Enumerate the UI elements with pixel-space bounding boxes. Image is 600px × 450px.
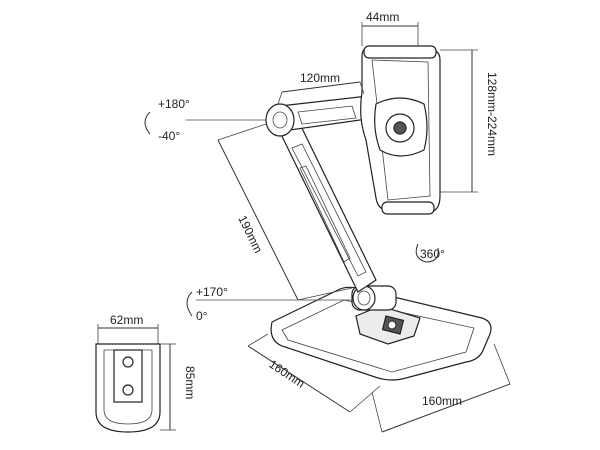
- mounting-plate: [95, 324, 176, 433]
- clamp-width-label: 44mm: [366, 10, 399, 24]
- upper-arm-label: 120mm: [300, 71, 340, 85]
- clamp-range-label: 128mm-224mm: [485, 72, 499, 156]
- lower-arm-label: 190mm: [235, 213, 265, 255]
- top-joint-up-label: +180°: [158, 97, 190, 111]
- plate-height-label: 85mm: [183, 366, 197, 399]
- holder-spin-label: 360°: [420, 247, 445, 261]
- base-width-label: 160mm: [422, 394, 462, 408]
- rotation-arcs: [144, 111, 439, 317]
- bottom-joint-up-label: +170°: [196, 285, 228, 299]
- top-joint-down-label: -40°: [158, 129, 180, 143]
- lower-arm: [275, 115, 377, 293]
- plate-width-label: 62mm: [110, 313, 143, 327]
- top-hinge-joint: [265, 103, 295, 137]
- upper-arm: [279, 95, 375, 131]
- bottom-hinge-joint: [351, 285, 397, 311]
- tablet-holder: [360, 45, 441, 215]
- stand-base: [270, 286, 492, 381]
- dim-lines: [186, 22, 511, 433]
- bottom-joint-down-label: 0°: [196, 309, 208, 323]
- base-depth-label: 160mm: [266, 357, 307, 391]
